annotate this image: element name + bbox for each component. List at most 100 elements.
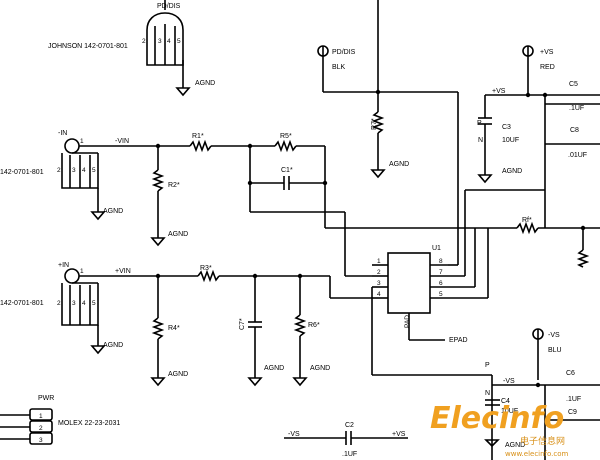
noninverting-input-network: +VIN R4* AGND R3* C7* AGND R6* AGND — [79, 265, 372, 378]
ground-icon — [292, 377, 308, 387]
neg-in-connector-part: 142-0701-801 — [0, 169, 44, 176]
pos-vin-label: +VIN — [115, 268, 131, 275]
svg-text:2: 2 — [57, 300, 61, 307]
r6-label: R6* — [308, 322, 320, 329]
pwr-header-part: MOLEX 22-23-2031 — [58, 420, 120, 427]
c2-label: C2 — [345, 422, 354, 429]
noninverting-input-connector: +IN 1 2 3 4 5 142-0701-801 AGND — [0, 262, 123, 349]
c3-value: 10UF — [502, 137, 519, 144]
watermark-brand: Elecinfo — [430, 401, 564, 436]
pos-in-connector-part: 142-0701-801 — [0, 300, 44, 307]
inverting-input-connector: -IN 1 2 3 4 5 142-0701-801 AGND — [0, 130, 123, 215]
r5-label: R5* — [280, 133, 292, 140]
svg-text:4: 4 — [82, 300, 86, 307]
ground-icon — [247, 377, 263, 387]
svg-text:5: 5 — [92, 300, 96, 307]
svg-text:7: 7 — [439, 269, 443, 276]
svg-text:6: 6 — [439, 280, 443, 287]
svg-text:AGND: AGND — [103, 342, 123, 349]
ground-icon — [370, 169, 386, 179]
c1-label: C1* — [281, 167, 293, 174]
svg-text:2: 2 — [377, 269, 381, 276]
power-header: PWR 1 2 3 MOLEX 22-23-2031 — [0, 395, 120, 445]
r1-label: R1* — [192, 133, 204, 140]
svg-text:AGND: AGND — [310, 365, 330, 372]
svg-text:3: 3 — [377, 280, 381, 287]
svg-text:5: 5 — [439, 291, 443, 298]
svg-text:AGND: AGND — [389, 161, 409, 168]
c3-label: C3 — [502, 124, 511, 131]
c8-value: .01UF — [568, 152, 587, 159]
ground-icon — [150, 377, 166, 387]
svg-text:AGND: AGND — [505, 442, 525, 449]
svg-text:N: N — [485, 390, 490, 397]
svg-text:2: 2 — [39, 425, 43, 432]
svg-text:8: 8 — [439, 258, 443, 265]
ground-icon — [477, 174, 493, 184]
negative-supply: -VS BLU -VS P N C4 10UF C6 .1UF C9 AGND — [484, 328, 600, 460]
vs-neg-testpoint-color: BLU — [548, 347, 562, 354]
pd-dis-connector-part: JOHNSON 142-0701-801 — [48, 43, 128, 50]
svg-text:+VS: +VS — [392, 431, 406, 438]
svg-text:1: 1 — [377, 258, 381, 265]
pwr-label: PWR — [38, 395, 54, 402]
vs-pos-testpoint-name: +VS — [540, 49, 554, 56]
watermark-sub: 电子信息网 — [520, 435, 565, 447]
vs-pos-testpoint-color: RED — [540, 64, 555, 71]
r3-label: R3* — [200, 265, 212, 272]
c2-bypass: -VS C2 .1UF +VS — [284, 422, 408, 458]
pos-vs-net-label: +VS — [492, 88, 506, 95]
svg-text:5: 5 — [177, 38, 181, 45]
ground-icon — [175, 87, 191, 97]
c6-label: C6 — [566, 370, 575, 377]
ground-symbols — [90, 87, 493, 387]
ground-icon — [90, 211, 106, 221]
rf-label: Rf* — [522, 217, 532, 224]
c8-label: C8 — [570, 127, 579, 134]
svg-text:-VS: -VS — [288, 431, 300, 438]
ground-icon — [90, 345, 106, 355]
svg-text:1: 1 — [80, 138, 84, 145]
r4-label: R4* — [168, 325, 180, 332]
svg-text:AGND: AGND — [502, 168, 522, 175]
positive-supply: +VS RED +VS P N C3 10UF AGND C5 .1UF C8 … — [448, 45, 600, 299]
pd-dis-connector: PD/DIS 2 3 4 5 JOHNSON 142-0701-801 AGND — [48, 0, 215, 88]
agnd-label: AGND — [195, 80, 215, 87]
epad-label: EPAD — [449, 337, 468, 344]
pd-testpoint-name: PD/DIS — [332, 49, 356, 56]
c4-label: C4 — [501, 398, 510, 405]
c2-value: .1UF — [342, 451, 357, 458]
inverting-input-network: -VIN R2* AGND R1* R5* C1* Rf* — [79, 133, 600, 277]
svg-text:4: 4 — [377, 291, 381, 298]
neg-in-label: -IN — [58, 130, 67, 137]
svg-text:3: 3 — [72, 167, 76, 174]
c5-label: C5 — [569, 81, 578, 88]
r2-label: R2* — [168, 182, 180, 189]
svg-text:3: 3 — [158, 38, 162, 45]
svg-text:3: 3 — [39, 437, 43, 444]
svg-text:AGND: AGND — [168, 231, 188, 238]
pd-dis-connector-label: PD/DIS — [157, 3, 181, 10]
u1-label: U1 — [432, 245, 441, 252]
svg-text:AGND: AGND — [264, 365, 284, 372]
svg-text:4: 4 — [167, 38, 171, 45]
r7-label: R7* — [371, 118, 378, 130]
c7-label: C7* — [239, 318, 246, 330]
pad-label: PAD — [404, 315, 411, 328]
svg-text:1: 1 — [39, 413, 43, 420]
svg-text:2: 2 — [57, 167, 61, 174]
c9-label: C9 — [568, 409, 577, 416]
neg-vin-label: -VIN — [115, 138, 129, 145]
pd-testpoint-color: BLK — [332, 64, 346, 71]
c6-value: .1UF — [566, 396, 581, 403]
svg-text:1: 1 — [80, 268, 84, 275]
vs-neg-testpoint-name: -VS — [548, 332, 560, 339]
elecinfo-watermark: Elecinfo 电子信息网 www.elecinfo.com — [430, 401, 569, 458]
pd-dis-testpoint: PD/DIS BLK R7* AGND — [317, 0, 459, 266]
u1-op-amp: U1 1 2 3 4 5 6 7 8 PAD EPAD — [371, 245, 492, 376]
svg-text:2: 2 — [142, 38, 146, 45]
watermark-url: www.elecinfo.com — [505, 450, 569, 458]
c4-value: 10UF — [501, 408, 518, 415]
svg-text:3: 3 — [72, 300, 76, 307]
